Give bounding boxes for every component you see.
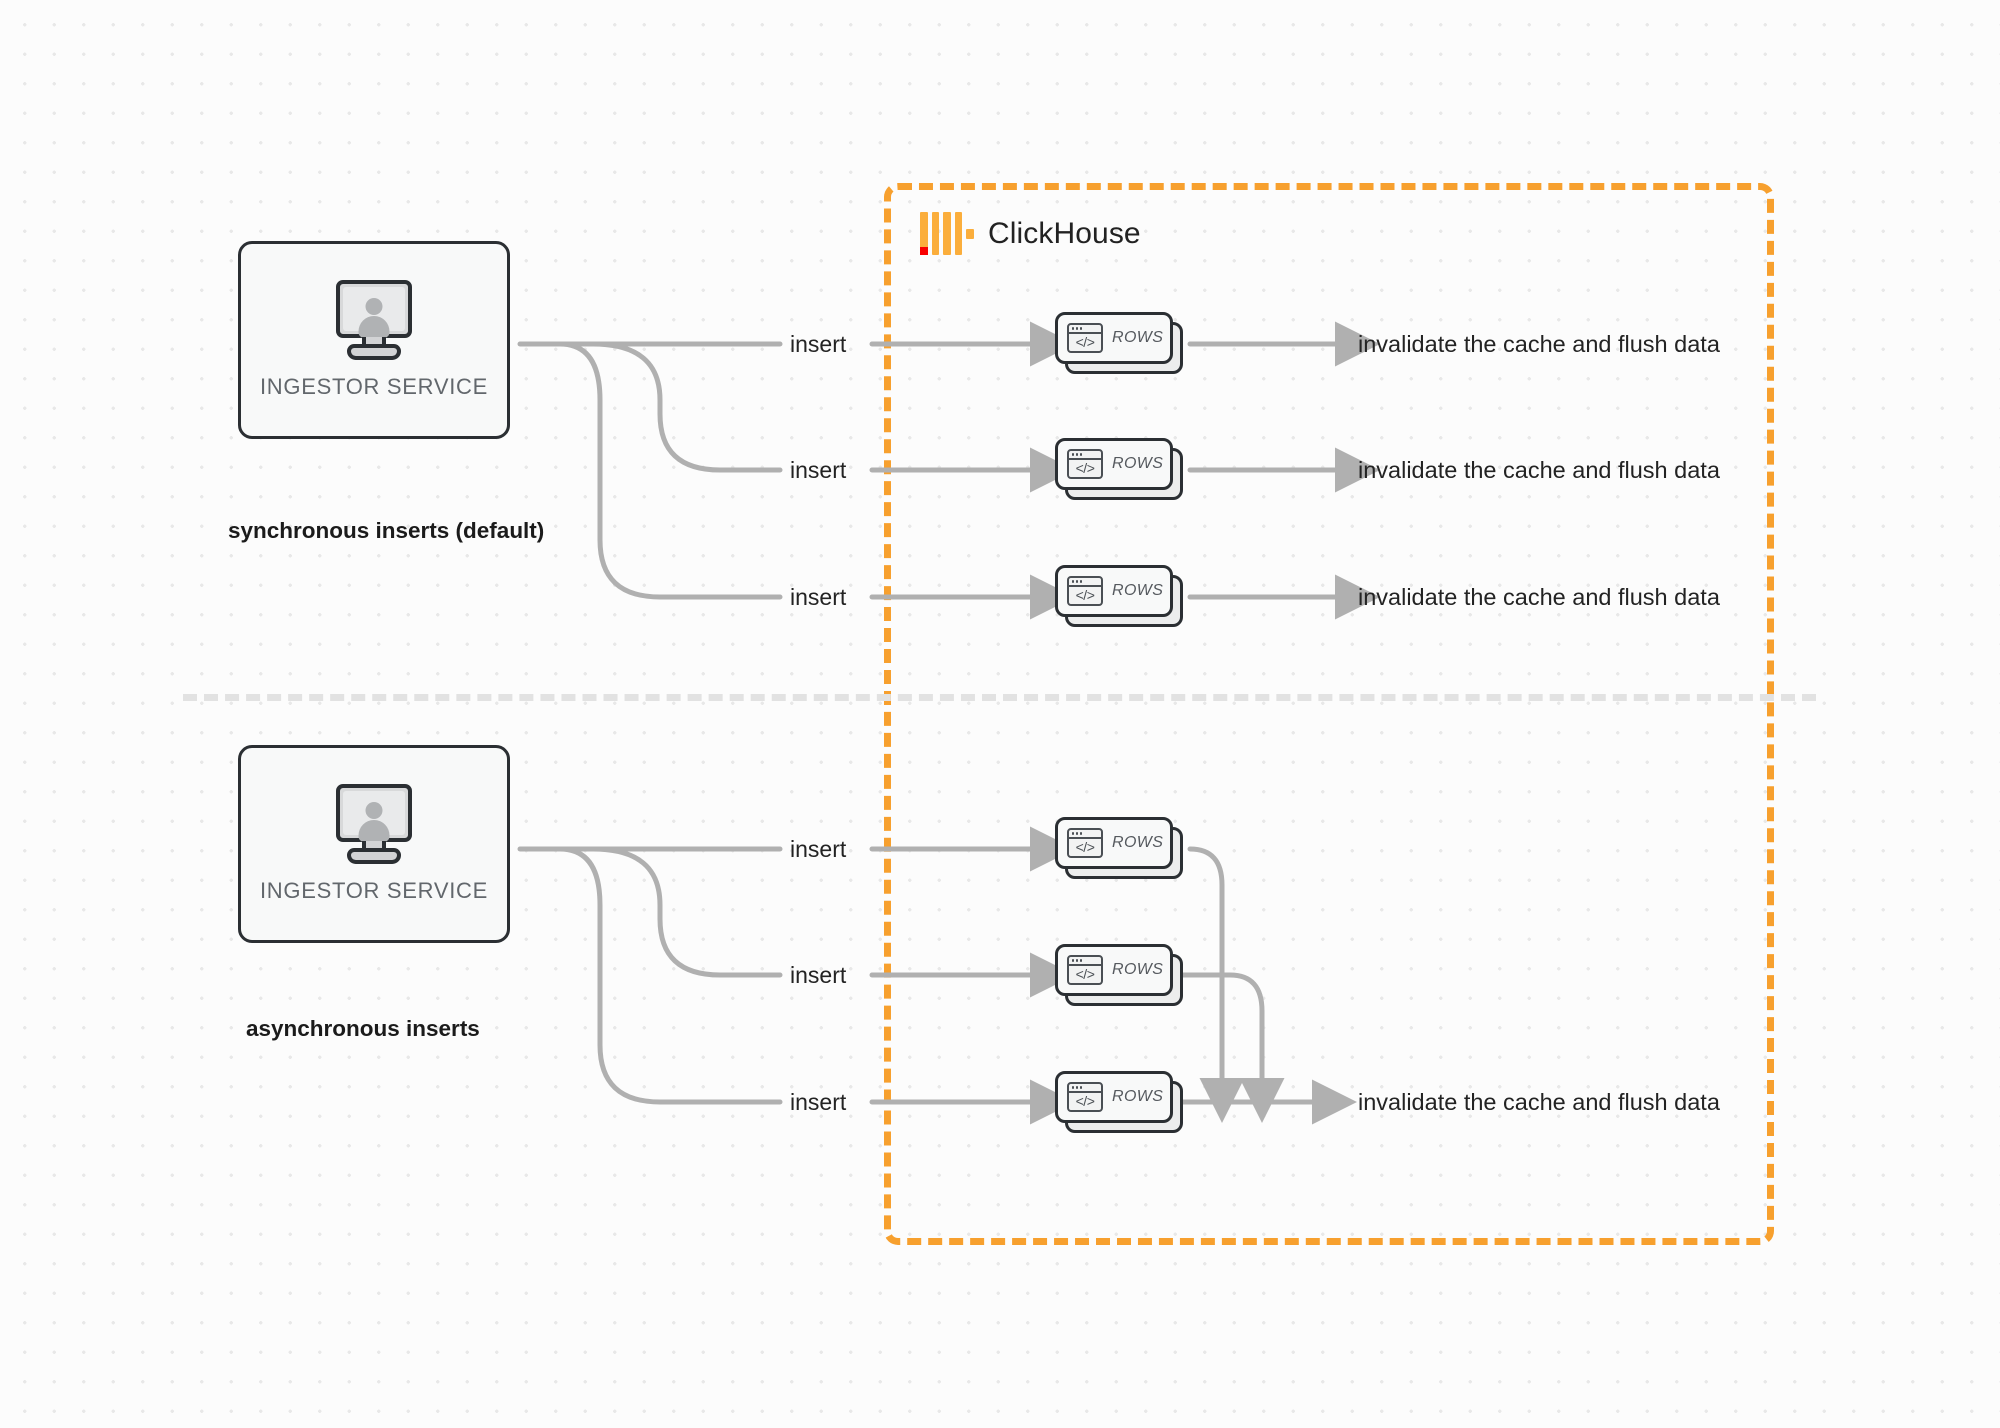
code-window-titlebar — [1069, 451, 1101, 460]
rows-card-front: </> ROWS — [1055, 565, 1173, 617]
rows-label: ROWS — [1112, 329, 1164, 346]
code-window-titlebar — [1069, 830, 1101, 839]
result-label-sync-3: invalidate the cache and flush data — [1358, 584, 1720, 610]
section-divider — [183, 694, 1816, 701]
window-dot-1 — [1071, 580, 1074, 583]
monitor-user-icon — [326, 784, 422, 864]
code-glyph: </> — [1075, 1092, 1095, 1109]
rows-node-sync-2[interactable]: </> ROWS — [1055, 438, 1183, 500]
clickhouse-logo — [920, 212, 974, 255]
code-glyph: </> — [1075, 459, 1095, 476]
window-dot-1 — [1071, 1086, 1074, 1089]
wire-async-branch-2 — [590, 846, 783, 978]
user-head — [365, 802, 383, 819]
user-body — [358, 820, 390, 842]
sync-group-caption: synchronous inserts (default) — [228, 518, 545, 543]
insert-label-async-1: insert — [790, 836, 847, 862]
window-dot-1 — [1071, 959, 1074, 962]
logo-bar-1 — [920, 212, 928, 255]
logo-bar-2 — [931, 212, 939, 255]
window-dot-2 — [1075, 959, 1078, 962]
window-dot-3 — [1079, 1086, 1083, 1089]
wire-sync-branch-2 — [590, 341, 783, 473]
user-head — [365, 298, 383, 315]
logo-stub-bar — [966, 229, 974, 239]
code-window-icon: </> — [1067, 828, 1103, 858]
result-label-sync-2: invalidate the cache and flush data — [1358, 457, 1720, 483]
code-glyph: </> — [1075, 586, 1095, 603]
insert-label-sync-3: insert — [790, 584, 847, 610]
clickhouse-boundary — [884, 183, 1774, 1245]
monitor-inner — [343, 791, 405, 842]
window-dot-3 — [1079, 453, 1083, 456]
window-dot-2 — [1075, 580, 1078, 583]
code-glyph: </> — [1075, 333, 1095, 350]
window-dot-2 — [1075, 1086, 1078, 1089]
rows-label: ROWS — [1112, 455, 1164, 472]
result-label-sync-1: invalidate the cache and flush data — [1358, 331, 1720, 357]
window-dot-3 — [1079, 832, 1083, 835]
user-body — [358, 316, 390, 338]
rows-card-front: </> ROWS — [1055, 944, 1173, 996]
ingestor-service-label: INGESTOR SERVICE — [260, 878, 488, 903]
window-dot-1 — [1071, 327, 1074, 330]
window-dot-1 — [1071, 453, 1074, 456]
ingestor-service-sync[interactable]: INGESTOR SERVICE — [238, 241, 510, 439]
monitor-screen — [336, 280, 412, 338]
rows-card-front: </> ROWS — [1055, 438, 1173, 490]
code-window-titlebar — [1069, 578, 1101, 587]
code-window-titlebar — [1069, 957, 1101, 966]
monitor-user-icon — [326, 280, 422, 360]
logo-bar-4 — [954, 212, 962, 255]
logo-bar-3 — [943, 212, 951, 255]
code-glyph: </> — [1075, 838, 1095, 855]
insert-label-sync-2: insert — [790, 457, 847, 483]
ingestor-service-label: INGESTOR SERVICE — [260, 374, 488, 399]
clickhouse-brand: ClickHouse — [920, 212, 1141, 255]
window-dot-2 — [1075, 453, 1078, 456]
monitor-screen — [336, 784, 412, 842]
insert-label-sync-1: insert — [790, 331, 847, 357]
rows-card-front: </> ROWS — [1055, 312, 1173, 364]
window-dot-3 — [1079, 580, 1083, 583]
insert-label-async-2: insert — [790, 962, 847, 988]
wire-async-branch-3 — [557, 846, 783, 1105]
window-dot-3 — [1079, 327, 1083, 330]
window-dot-2 — [1075, 327, 1078, 330]
code-window-icon: </> — [1067, 323, 1103, 353]
rows-node-async-1[interactable]: </> ROWS — [1055, 817, 1183, 879]
rows-label: ROWS — [1112, 582, 1164, 599]
rows-node-sync-3[interactable]: </> ROWS — [1055, 565, 1183, 627]
code-glyph: </> — [1075, 965, 1095, 982]
ingestor-service-async[interactable]: INGESTOR SERVICE — [238, 745, 510, 943]
code-window-icon: </> — [1067, 576, 1103, 606]
rows-label: ROWS — [1112, 961, 1164, 978]
rows-card-front: </> ROWS — [1055, 817, 1173, 869]
result-label-async-merged: invalidate the cache and flush data — [1358, 1089, 1720, 1115]
clickhouse-label: ClickHouse — [988, 216, 1141, 250]
rows-label: ROWS — [1112, 834, 1164, 851]
rows-node-async-3[interactable]: </> ROWS — [1055, 1071, 1183, 1133]
async-group-caption: asynchronous inserts — [246, 1016, 480, 1041]
monitor-base — [347, 344, 401, 360]
monitor-base — [347, 848, 401, 864]
logo-red-square — [920, 247, 928, 255]
wire-sync-branch-3 — [557, 341, 783, 600]
rows-label: ROWS — [1112, 1088, 1164, 1105]
window-dot-3 — [1079, 959, 1083, 962]
code-window-icon: </> — [1067, 955, 1103, 985]
code-window-titlebar — [1069, 1084, 1101, 1093]
code-window-icon: </> — [1067, 1082, 1103, 1112]
rows-node-sync-1[interactable]: </> ROWS — [1055, 312, 1183, 374]
code-window-titlebar — [1069, 325, 1101, 334]
rows-node-async-2[interactable]: </> ROWS — [1055, 944, 1183, 1006]
window-dot-1 — [1071, 832, 1074, 835]
insert-label-async-3: insert — [790, 1089, 847, 1115]
monitor-inner — [343, 287, 405, 338]
code-window-icon: </> — [1067, 449, 1103, 479]
window-dot-2 — [1075, 832, 1078, 835]
rows-card-front: </> ROWS — [1055, 1071, 1173, 1123]
